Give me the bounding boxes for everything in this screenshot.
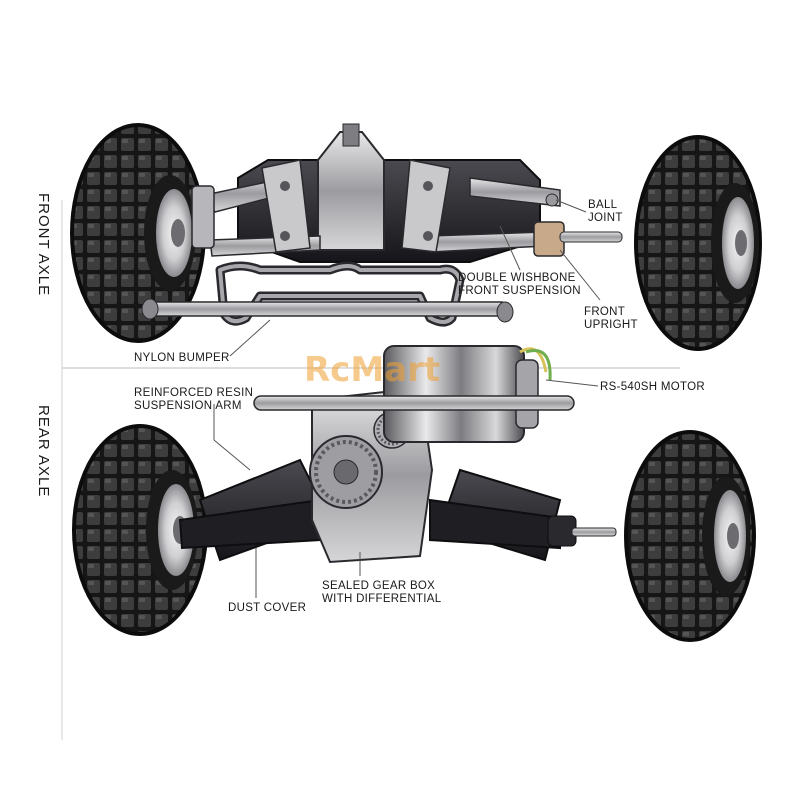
rear-axle-assembly <box>72 345 756 642</box>
rear-left-wheel <box>72 424 208 636</box>
front-axle-assembly <box>70 123 762 351</box>
double-wishbone-label: DOUBLE WISHBONE FRONT SUSPENSION <box>458 272 581 297</box>
front-upright-label: FRONT UPRIGHT <box>584 306 638 331</box>
reinforced-resin-label: REINFORCED RESIN SUSPENSION ARM <box>134 387 254 412</box>
motor-part <box>383 345 552 443</box>
ball-joint-part <box>545 193 559 207</box>
front-upright-part <box>533 221 565 257</box>
dust-cover-label: DUST COVER <box>228 602 307 614</box>
front-left-wheel <box>70 123 206 343</box>
sealed-gear-box-label: SEALED GEAR BOX WITH DIFFERENTIAL <box>322 580 442 605</box>
watermark-logo: RcMart <box>304 350 441 390</box>
motor-label: RS-540SH MOTOR <box>600 381 705 393</box>
rear-right-wheel <box>624 430 756 642</box>
nylon-bumper-label: NYLON BUMPER <box>134 352 230 364</box>
leader-lines <box>213 199 601 598</box>
nylon-bumper-part <box>215 261 465 327</box>
ball-joint-label: BALL JOINT <box>588 199 623 224</box>
rear-axle-label: REAR AXLE <box>35 405 52 498</box>
front-axle-label: FRONT AXLE <box>35 193 52 297</box>
front-right-wheel <box>634 135 762 351</box>
